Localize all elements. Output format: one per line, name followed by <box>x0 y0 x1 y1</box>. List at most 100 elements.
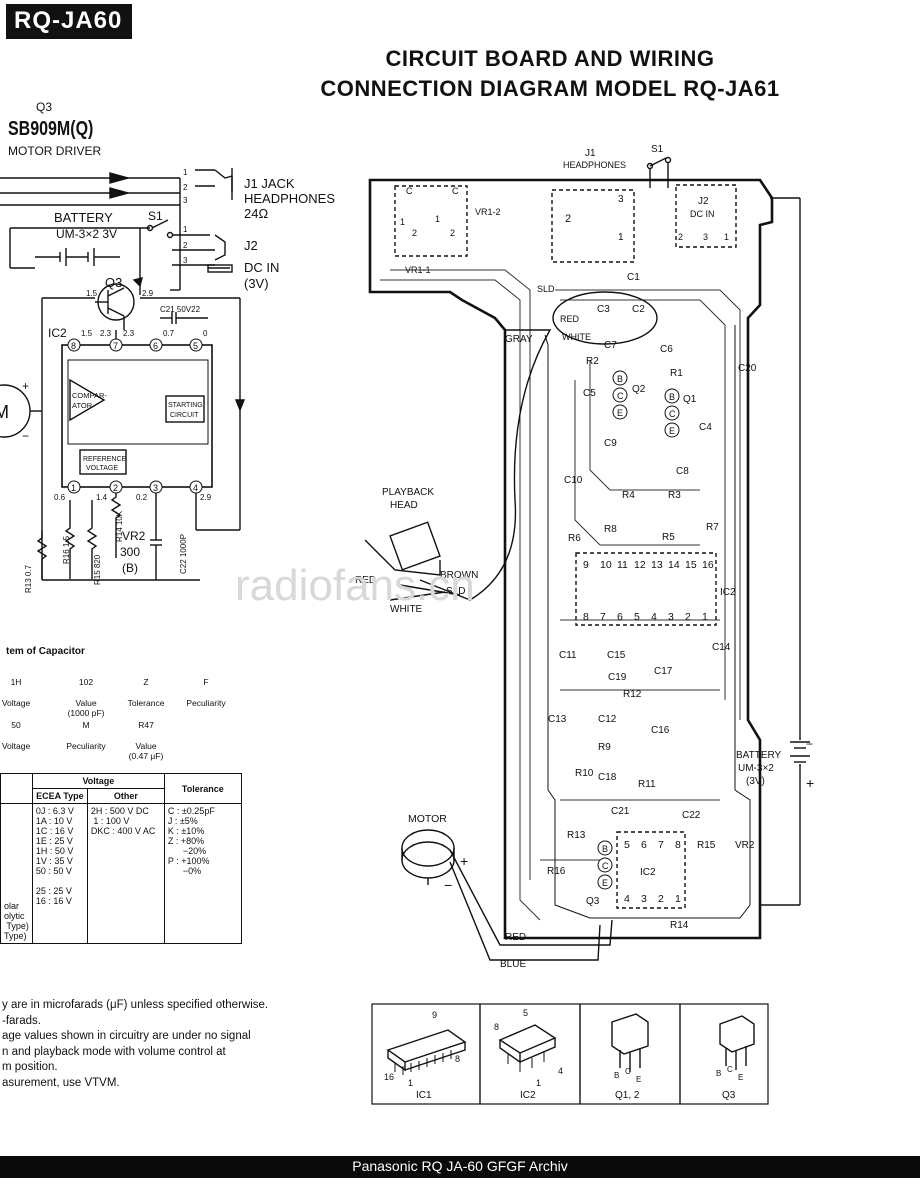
board-c2-label: C2 <box>632 304 645 315</box>
capacitor-code-meaning: Value (0.47 μF) <box>128 741 164 761</box>
board-c22-label: C22 <box>682 810 701 821</box>
ic2-pin-circle <box>67 480 81 494</box>
svg-text:3: 3 <box>703 232 708 242</box>
ic2-pin-circle <box>149 338 163 352</box>
svg-text:+: + <box>806 775 814 791</box>
svg-text:3: 3 <box>183 256 188 265</box>
svg-text:STARTING: STARTING <box>168 402 203 409</box>
ic1-pin-number: 6 <box>617 611 623 623</box>
head-white-label: WHITE <box>390 604 423 615</box>
voltage-label: 1.5 <box>86 289 98 298</box>
ic2-pin-number: 6 <box>641 839 647 851</box>
capacitor-code: M <box>82 720 90 730</box>
package-pin-label: B <box>716 1069 721 1078</box>
ic1-pin-number: 8 <box>583 611 589 623</box>
dc-in-label: DC IN <box>244 260 279 275</box>
svg-text:+: + <box>22 379 29 393</box>
notes: y are in microfarads (μF) unless specifi… <box>2 998 292 1091</box>
ic2-pin-number: 2 <box>113 483 118 493</box>
battery-spec-label: UM-3×2 3V <box>56 227 117 241</box>
ic1-pin-number: 7 <box>600 611 606 623</box>
capacitor-code: Z <box>143 677 149 687</box>
page-title: CIRCUIT BOARD AND WIRING CONNECTION DIAG… <box>260 44 840 104</box>
svg-text:C: C <box>406 186 413 196</box>
note-line: age values shown in circuitry are under … <box>2 1030 251 1042</box>
board-j1-label: J1 <box>585 148 596 159</box>
q3-role-label: MOTOR DRIVER <box>8 144 102 158</box>
ic1-pin-number: 2 <box>685 611 691 623</box>
board-s1-label: S1 <box>651 144 664 155</box>
board-r15-label: R15 <box>697 840 716 851</box>
head-sld-label: SLD <box>446 586 465 597</box>
board-r3-label: R3 <box>668 490 681 501</box>
board-vr1-1-label: VR1-1 <box>405 265 431 275</box>
board-c16-label: C16 <box>651 725 670 736</box>
title-line-2: CONNECTION DIAGRAM MODEL RQ-JA61 <box>320 76 780 101</box>
ic1-pin-label: 8 <box>455 1054 460 1064</box>
transistor-pin-label: E <box>602 878 608 888</box>
svg-text:−: − <box>806 737 813 751</box>
ic1-pin-number: 13 <box>651 559 663 571</box>
motor-blue-wire-label: BLUE <box>500 959 526 970</box>
motor-illustration <box>401 829 613 961</box>
board-r1-label: R1 <box>670 368 683 379</box>
ic2-pin-label: 8 <box>494 1022 499 1032</box>
ic2-pin-circle <box>189 480 203 494</box>
package-ic2-label: IC2 <box>520 1090 536 1101</box>
impedance-label: 24Ω <box>244 206 268 221</box>
ic1-pin-label: 1 <box>408 1078 413 1088</box>
ic1-pin-number: 16 <box>702 559 714 571</box>
board-headphones-label: HEADPHONES <box>563 160 626 170</box>
board-r9-label: R9 <box>598 742 611 753</box>
ic2-pin-number: 2 <box>658 893 664 905</box>
playback-head-label-2: HEAD <box>390 500 418 511</box>
board-battery-spec-label: UM-3×2 <box>738 763 774 774</box>
circuit-board-outline <box>368 178 774 940</box>
voltage-label: 0.6 <box>54 493 66 502</box>
svg-text:1: 1 <box>618 232 624 243</box>
transistor-pin-label: E <box>669 426 675 436</box>
capacitor-code-meaning: Peculiarity <box>66 741 106 751</box>
board-r12-label: R12 <box>623 689 642 700</box>
capacitor-code-meaning: Voltage <box>1 698 31 708</box>
board-r10-label: R10 <box>575 768 594 779</box>
voltage-label: 1.5 <box>81 329 93 338</box>
transistor-pin-label: C <box>602 861 609 871</box>
svg-text:1: 1 <box>183 225 188 234</box>
board-c1-label: C1 <box>627 272 640 283</box>
signal-arrow <box>109 172 131 184</box>
board-ic1-label: IC2 <box>720 587 736 598</box>
board-sld-label: SLD <box>537 284 555 294</box>
board-q2-label: Q2 <box>632 384 646 395</box>
footer-text: Panasonic RQ JA-60 GFGF Archiv <box>352 1158 568 1174</box>
transistor-pin-label: B <box>669 392 675 402</box>
vr2-value-label: 300 <box>120 545 140 559</box>
svg-text:2: 2 <box>183 241 188 250</box>
board-gray-label: GRAY <box>505 334 533 345</box>
board-c6-label: C6 <box>660 344 673 355</box>
board-c9-label: C9 <box>604 438 617 449</box>
svg-text:C: C <box>452 186 459 196</box>
board-r13-label: R13 <box>567 830 586 841</box>
svg-text:REFERENCE: REFERENCE <box>83 456 127 463</box>
capacitor-code-meaning: Peculiarity <box>186 698 226 708</box>
signal-arrow <box>109 187 131 199</box>
transistor-pin-circle <box>597 840 613 856</box>
ic2-pin-number: 5 <box>624 839 630 851</box>
board-c20-label: C20 <box>738 363 757 374</box>
package-pin-label: E <box>636 1075 641 1084</box>
watermark: radiofans.cn <box>235 561 475 610</box>
board-c15-label: C15 <box>607 650 626 661</box>
transistor-pin-circle <box>597 857 613 873</box>
board-r8-label: R8 <box>604 524 617 535</box>
ic2-pin-circle <box>109 480 123 494</box>
svg-text:−: − <box>22 429 29 443</box>
board-c12-label: C12 <box>598 714 617 725</box>
note-line: y are in microfarads (μF) unless specifi… <box>2 999 269 1011</box>
board-r6-label: R6 <box>568 533 581 544</box>
capacitor-code-meaning: Value (1000 pF) <box>67 698 105 718</box>
board-r7-label: R7 <box>706 522 719 533</box>
ic1-pin-number: 14 <box>668 559 680 571</box>
package-pin-label: E <box>738 1073 743 1082</box>
ic2-pin-number: 1 <box>71 483 76 493</box>
